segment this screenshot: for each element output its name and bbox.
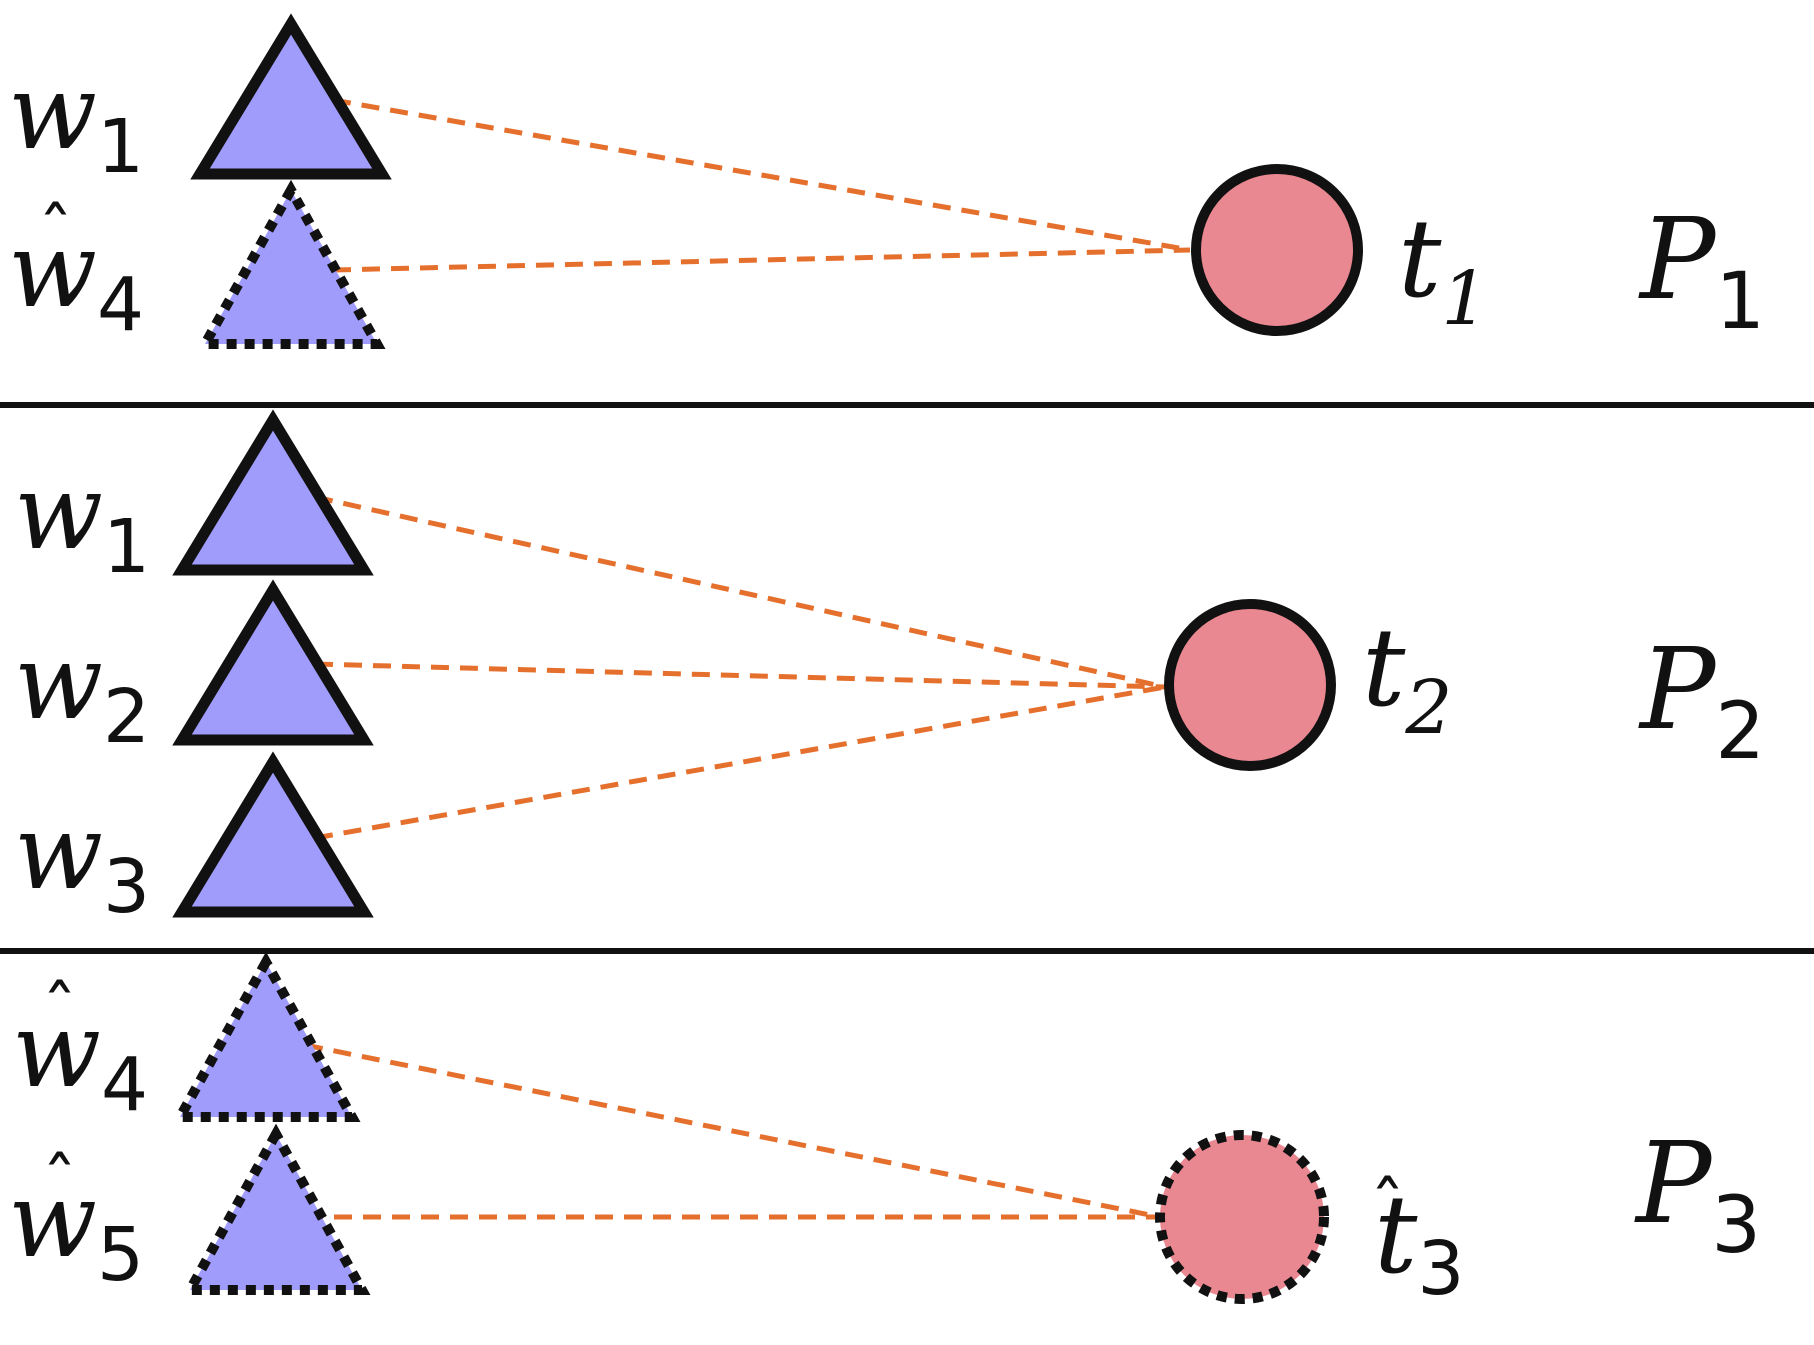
token-label: t1: [1398, 197, 1489, 342]
token-circle-dashed: [1155, 1130, 1329, 1304]
word-label: w4: [8, 209, 144, 348]
word-hat: ˆ: [42, 971, 77, 1053]
word-node-inferred: ˆ w4: [12, 951, 361, 1128]
partition-p3: ˆ w4 ˆ w5 ˆ t3 P3: [8, 951, 1761, 1312]
word-triangle: [172, 751, 374, 918]
partition-label: P2: [1638, 625, 1765, 777]
word-label: w1: [14, 451, 150, 590]
token-label: t3: [1374, 1173, 1465, 1312]
word-node-inferred: ˆ w5: [8, 1123, 371, 1298]
token-circle: [1191, 164, 1363, 336]
word-label: w2: [14, 621, 150, 760]
word-token-edge: [332, 97, 1191, 253]
partition-label: P1: [1638, 195, 1765, 347]
token-label: t2: [1362, 606, 1453, 751]
partition-p1: w1 ˆ w4 t1 P1: [8, 13, 1765, 349]
word-triangle-dashed: [171, 951, 361, 1122]
word-triangle: [172, 579, 374, 746]
word-label: w1: [8, 51, 144, 190]
token-hat: ˆ: [1370, 1167, 1405, 1249]
word-node: w1: [8, 13, 392, 190]
word-node-inferred: ˆ w4: [8, 179, 386, 349]
word-hat: ˆ: [38, 193, 73, 275]
word-node: w2: [14, 579, 374, 760]
token-node-inferred: ˆ t3: [1155, 1130, 1465, 1312]
word-label: w4: [12, 989, 148, 1128]
word-label: w3: [14, 791, 150, 930]
word-triangle-dashed: [181, 1123, 371, 1295]
word-triangle: [172, 409, 374, 576]
word-hat: ˆ: [42, 1143, 77, 1225]
token-node: t2: [1164, 599, 1453, 771]
word-label: w5: [8, 1159, 144, 1298]
word-token-edge: [304, 1042, 1161, 1220]
token-circle: [1164, 599, 1336, 771]
word-triangle: [190, 13, 392, 180]
word-token-edge: [314, 661, 1166, 690]
word-node: w3: [14, 751, 374, 930]
token-node: t1: [1191, 164, 1489, 342]
word-triangle-dashed: [196, 179, 386, 349]
word-token-edge: [314, 494, 1166, 690]
partition-p2: w1 w2 w3 t2 P2: [14, 409, 1765, 930]
partition-label: P3: [1634, 1119, 1761, 1271]
word-node: w1: [14, 409, 374, 590]
